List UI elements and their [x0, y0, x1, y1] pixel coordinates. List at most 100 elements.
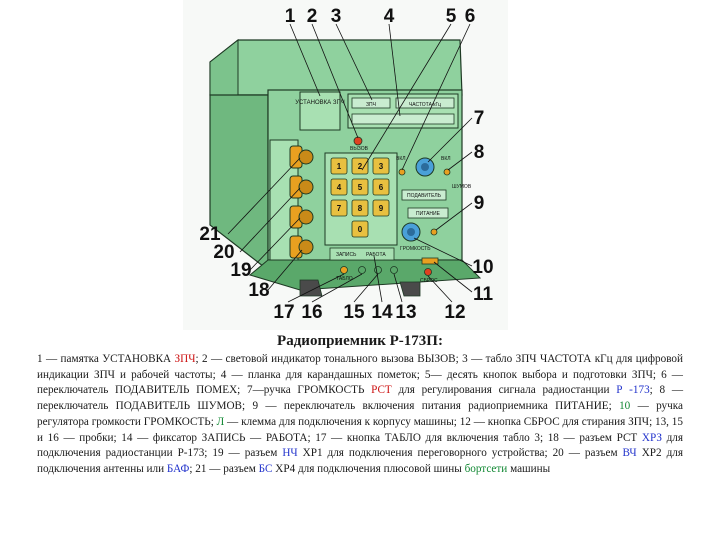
caption-highlight: 10	[619, 400, 631, 413]
callout-17: 17	[273, 302, 294, 323]
keypad-key-label: 3	[379, 162, 384, 171]
caption-highlight: РСТ	[371, 384, 392, 397]
caption-highlight: НЧ	[282, 447, 298, 460]
rabota-label: РАБОТА	[366, 252, 386, 258]
caption-part: ; 2 — световой индикатор тонального вызо…	[37, 353, 683, 397]
vkl-left-label: ВКЛ	[396, 156, 406, 162]
power-switch-9	[430, 228, 438, 236]
bottom-controls: ЗАПИСЬ РАБОТА ТАБЛО СБРОС	[299, 247, 439, 297]
keypad-key-label: 0	[358, 225, 363, 234]
callout-2: 2	[307, 6, 318, 27]
shumov-label: ШУМОВ	[452, 184, 472, 190]
keypad-key-1	[330, 157, 348, 175]
keypad-key-2	[351, 157, 369, 175]
pitanie-plate	[407, 207, 449, 219]
keypad-key-label: 8	[358, 204, 363, 213]
caption-highlight: БАФ	[166, 462, 190, 475]
keypad-key-label: 7	[337, 204, 342, 213]
pitanie-label: ПИТАНИЕ	[416, 211, 441, 217]
caption-highlight: ВЧ	[622, 447, 637, 460]
caption-part: для регулирования сигнала радиостанции	[391, 384, 617, 397]
keypad-key-label: 2	[358, 162, 363, 171]
caption-part: ; 8 — переключатель ПОДАВИТЕЛЬ ШУМОВ; 9 …	[37, 384, 684, 413]
ustanovka-plate	[299, 91, 341, 131]
volume-knob-10-center	[407, 228, 415, 236]
caption-part: машины	[507, 462, 551, 475]
caption-part: — клемма для подключения к корпусу машин…	[37, 415, 683, 444]
callout-8: 8	[474, 142, 485, 163]
callout-10: 10	[472, 257, 493, 278]
caption-highlight: ЗПЧ	[174, 353, 196, 365]
rst-volume-knob-center	[421, 163, 429, 171]
ground-terminal	[421, 257, 439, 265]
gromkost-label: ГРОМКОСТЬ	[400, 246, 431, 252]
keypad-key-6	[372, 178, 390, 196]
caption-body: 1 — памятка УСТАНОВКА ЗПЧ; 2 — световой …	[37, 352, 683, 478]
caption-part: — ручка регулятора громкости ГРОМКОСТЬ;	[37, 400, 683, 428]
mounting-foot-right	[399, 281, 421, 297]
callout-11: 11	[473, 284, 494, 305]
callout-15: 15	[343, 302, 365, 323]
connector-nch-xp1	[289, 205, 314, 229]
keypad-key-0	[351, 220, 369, 238]
caption-part: ХР4 для подключения плюсовой шины	[272, 462, 465, 475]
callout-1: 1	[285, 6, 296, 27]
keypad-key-3	[372, 157, 390, 175]
keypad-key-label: 4	[337, 183, 342, 192]
plug-16	[358, 266, 366, 274]
caption-part: ; 21 — разъем	[189, 462, 259, 475]
left-connectors	[269, 139, 314, 261]
rabota-zapis-strip	[329, 247, 395, 261]
callout-14: 14	[371, 302, 393, 323]
plug-15	[374, 266, 382, 274]
callout-7: 7	[474, 108, 485, 129]
vkl-right-label: ВКЛ	[441, 156, 451, 162]
callout-16: 16	[301, 302, 322, 323]
caption-part: 1 — памятка УСТАНОВКА	[37, 353, 175, 365]
pencil-notes-strip	[351, 113, 455, 125]
callout-9: 9	[474, 193, 485, 214]
caption-highlight: бортсети	[464, 462, 508, 475]
podavitel-label: ПОДАВИТЕЛЬ	[407, 193, 442, 199]
callout-5: 5	[446, 6, 457, 27]
mounting-foot-left	[299, 279, 323, 297]
call-indicator-lamp	[353, 136, 363, 146]
zpch-label: ЗПЧ	[366, 102, 376, 108]
keypad-key-5	[351, 178, 369, 196]
caption-highlight: Р -173	[616, 384, 650, 397]
keypad-key-label: 5	[358, 183, 363, 192]
callout-20: 20	[213, 242, 234, 263]
keypad-key-9	[372, 199, 390, 217]
leader-lines	[227, 23, 473, 303]
callout-numbers: 1 2 3 4 5 6 7 8 9 10 11 12 13 14 15 16 1…	[199, 6, 493, 323]
keypad-key-8	[351, 199, 369, 217]
vyzov-label: ВЫЗОВ	[350, 146, 369, 152]
chastota-label: ЧАСТОТА кГц	[409, 102, 441, 108]
caption-highlight: Л	[216, 415, 225, 428]
callout-12: 12	[444, 302, 465, 323]
keypad-key-7	[330, 199, 348, 217]
callout-3: 3	[331, 6, 342, 27]
keypad-key-label: 1	[337, 162, 342, 171]
keypad: 1 2 3 4 5 6 7 8 9 0	[324, 152, 398, 246]
caption-highlight: БС	[258, 462, 273, 475]
callout-6: 6	[465, 6, 476, 27]
zapis-label: ЗАПИСЬ	[336, 252, 357, 258]
keypad-key-label: 6	[379, 183, 384, 192]
connector-rst-xp3	[289, 235, 314, 259]
callout-18: 18	[248, 280, 269, 301]
plug-13	[390, 266, 398, 274]
podavitel-plate	[401, 189, 447, 201]
tablo-button	[340, 266, 348, 274]
frequency-window	[395, 97, 455, 109]
reset-button	[424, 268, 432, 276]
callout-4: 4	[384, 6, 395, 27]
caption-part: для подключения радиостанции Р-173; 19 —…	[37, 431, 684, 460]
suppressor-switch-6	[398, 168, 406, 176]
keypad-key-label: 9	[379, 204, 384, 213]
ustanovka-label: УСТАНОВКА ЗПЧ	[295, 100, 345, 106]
connector-vch-xp2	[289, 175, 314, 199]
caption-part: ХР2 для подключения антенны или	[37, 447, 683, 475]
caption-part: ХР1 для подключения переговорного устрой…	[297, 447, 623, 460]
right-controls: ВКЛ ВКЛ ШУМОВ ПОДАВИТЕЛЬ ПИТАНИЕ ГРОМКОС…	[396, 156, 472, 252]
